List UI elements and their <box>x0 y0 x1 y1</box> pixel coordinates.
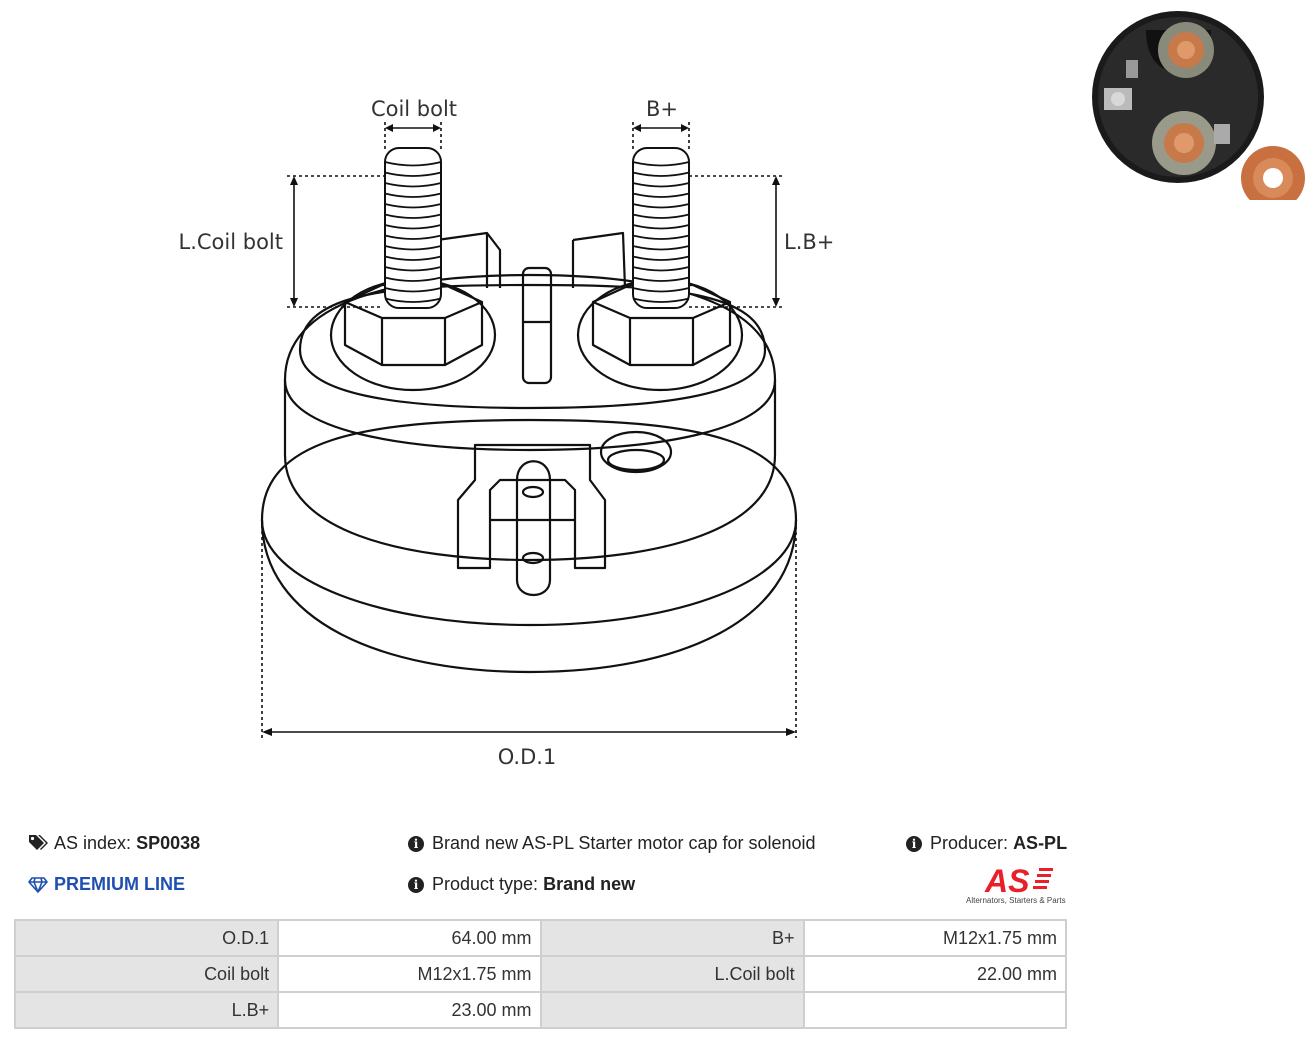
product-photo <box>1092 11 1305 200</box>
as-index-label: AS index: <box>54 833 132 853</box>
bolt-thread <box>384 161 442 167</box>
spec-label: L.B+ <box>13 991 280 1029</box>
info-icon: i <box>408 836 424 852</box>
spec-label: B+ <box>539 919 805 957</box>
bolt-thread <box>384 287 442 293</box>
mounting-bracket <box>456 443 607 570</box>
diamond-icon <box>28 877 48 893</box>
spec-label: O.D.1 <box>13 919 280 957</box>
bolt-thread <box>632 297 690 303</box>
bolt-thread <box>384 224 442 230</box>
info-icon: i <box>408 877 424 893</box>
product-type-label: Product type: <box>432 874 539 894</box>
product-type: i Product type: Brand new <box>408 874 635 895</box>
bolt-thread <box>632 234 690 240</box>
spec-value: 22.00 mm <box>802 955 1068 993</box>
producer: i Producer: AS-PL <box>906 833 1067 854</box>
bolt-thread <box>632 287 690 293</box>
bolt-thread <box>632 266 690 272</box>
coil-bolt <box>384 147 442 309</box>
premium-line-label: PREMIUM LINE <box>54 874 186 894</box>
bolt-thread <box>632 192 690 198</box>
as-index-value: SP0038 <box>136 833 201 853</box>
bolt-thread <box>384 171 442 177</box>
bolt-thread <box>632 213 690 219</box>
bolt-thread <box>384 297 442 303</box>
spec-label: L.Coil bolt <box>539 955 805 993</box>
info-icon: i <box>906 836 922 852</box>
bolt-thread <box>632 171 690 177</box>
bolt-thread <box>384 192 442 198</box>
description: i Brand new AS-PL Starter motor cap for s… <box>408 833 816 854</box>
bolt-thread <box>632 245 690 251</box>
bolt-thread <box>384 276 442 282</box>
b-plus-bolt <box>632 147 690 309</box>
spec-label: Coil bolt <box>13 955 280 993</box>
producer-value: AS-PL <box>1013 833 1068 853</box>
svg-text:AS: AS <box>984 864 1030 899</box>
bolt-thread <box>384 182 442 188</box>
l-b-plus-dim-label: L.B+ <box>784 230 834 254</box>
bolt-thread <box>384 203 442 209</box>
as-pl-logo: AS <box>984 864 1053 899</box>
logo-tagline: Alternators, Starters & Parts <box>966 896 1066 905</box>
spec-label <box>539 991 805 1029</box>
bolt-thread <box>632 276 690 282</box>
b-plus-dim-label: B+ <box>646 97 678 121</box>
producer-label: Producer: <box>930 833 1009 853</box>
bolt-thread <box>384 266 442 272</box>
bolt-thread <box>384 255 442 261</box>
description-text: Brand new AS-PL Starter motor cap for so… <box>432 833 816 853</box>
spec-value <box>802 991 1068 1029</box>
base-ring <box>260 418 798 674</box>
premium-line: PREMIUM LINE <box>28 874 185 895</box>
spec-value: M12x1.75 mm <box>802 919 1068 957</box>
spec-value: 64.00 mm <box>277 919 542 957</box>
bolt-thread <box>384 234 442 240</box>
as-index: AS index: SP0038 <box>28 833 200 854</box>
tags-icon <box>29 835 48 850</box>
bolt-thread <box>384 213 442 219</box>
bolt-thread <box>632 182 690 188</box>
top-plateau <box>298 283 767 410</box>
spec-value: 23.00 mm <box>277 991 542 1029</box>
bolt-thread <box>632 203 690 209</box>
coil-bolt-dim-label: Coil bolt <box>371 97 457 121</box>
l-coil-bolt-dim-label: L.Coil bolt <box>179 230 283 254</box>
bolt-thread <box>632 255 690 261</box>
bolt-thread <box>384 245 442 251</box>
spec-value: M12x1.75 mm <box>277 955 542 993</box>
spec-row: L.B+23.00 mm <box>13 991 1068 1029</box>
cap-body <box>283 380 777 562</box>
od1-dim-label: O.D.1 <box>498 745 557 769</box>
product-type-value: Brand new <box>543 874 636 894</box>
bolt-thread <box>632 161 690 167</box>
bolt-thread <box>632 224 690 230</box>
solenoid-cap-drawing: Coil bolt B+ L.Coil bolt L.B+ O.D.1 <box>179 97 835 769</box>
